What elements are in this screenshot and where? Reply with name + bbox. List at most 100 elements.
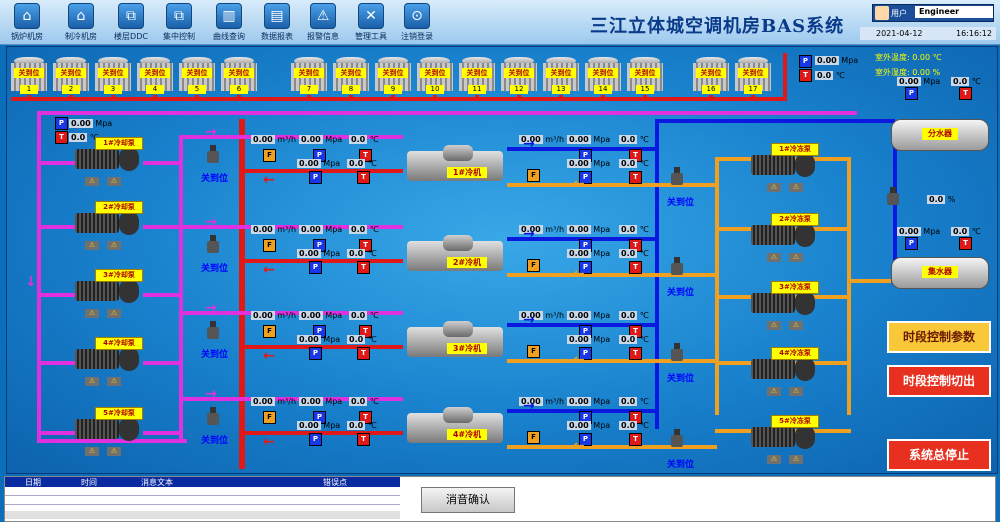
- cooling-pump[interactable]: 2#冷却泵: [75, 201, 145, 237]
- chw-pump[interactable]: 5#冷冻泵: [751, 415, 821, 451]
- temp-reading: 0.0 ℃: [619, 335, 649, 344]
- toolbar-admin-tools[interactable]: ✕管理工具: [348, 2, 394, 42]
- mute-confirm-button[interactable]: 消音确认: [421, 487, 515, 513]
- alarm-table-rows[interactable]: [5, 487, 400, 514]
- cooling-pump[interactable]: 3#冷却泵: [75, 269, 145, 305]
- tower-number: 16: [702, 85, 720, 94]
- user-box[interactable]: 用户 Engineer: [872, 4, 994, 22]
- chw-supply-top: [655, 119, 895, 123]
- pressure-reading-value: 0.00: [297, 421, 321, 430]
- cw-isolation-valve[interactable]: [203, 321, 223, 343]
- toolbar-data-report[interactable]: ▤数据报表: [254, 2, 300, 42]
- cwr-left-riser: [37, 111, 41, 441]
- temp-reading: 0.0 ℃: [349, 397, 379, 406]
- chiller-unit[interactable]: 2#冷机: [407, 235, 507, 275]
- bypass-valve[interactable]: [883, 187, 903, 209]
- tower-fan-cap: [696, 57, 726, 65]
- chiller-unit[interactable]: 1#冷机: [407, 145, 507, 185]
- flow-reading: 0.00 m³/h: [519, 397, 564, 406]
- toolbar-curve-query[interactable]: ▥曲线查询: [206, 2, 252, 42]
- toolbar-logout[interactable]: ⊙注销登录: [394, 2, 440, 42]
- flow-badge: F: [263, 411, 276, 424]
- cooling-tower[interactable]: 关到位 16: [693, 57, 729, 97]
- chw-pump[interactable]: 1#冷冻泵: [751, 143, 821, 179]
- cooling-pump[interactable]: 4#冷却泵: [75, 337, 145, 373]
- tower-drop-pipe: [517, 95, 521, 99]
- chw-pump[interactable]: 2#冷冻泵: [751, 213, 821, 249]
- toolbar-floor-ddc[interactable]: ⧉楼层DDC: [108, 2, 154, 42]
- tower-drop-pipe: [643, 95, 647, 99]
- tower-number: 11: [468, 85, 486, 94]
- temp-reading: 0.0 ℃: [619, 249, 649, 258]
- temp-reading-value: 0.0: [349, 311, 368, 320]
- pressure-reading-value: 0.00: [567, 159, 591, 168]
- chw-isolation-valve[interactable]: [667, 257, 687, 279]
- temp-reading-value: 0.0: [619, 135, 638, 144]
- return-header-tank[interactable]: 集水器: [891, 257, 989, 289]
- cooling-pump[interactable]: 5#冷却泵: [75, 407, 145, 443]
- pressure-reading: 0.00 Mpa: [299, 397, 342, 406]
- chw-isolation-valve[interactable]: [667, 167, 687, 189]
- chw-isolation-valve[interactable]: [667, 429, 687, 451]
- temp-reading-value: 0.0: [349, 225, 368, 234]
- tower-status-label: 关到位: [696, 68, 726, 78]
- tower-number: 15: [636, 85, 654, 94]
- toolbar-alarm-info[interactable]: ⚠报警信息: [300, 2, 346, 42]
- valve-status-label: 关到位: [201, 436, 229, 446]
- tower-number: 9: [384, 85, 402, 94]
- pump-label: 4#冷却泵: [95, 337, 143, 350]
- pressure-reading: 0.00 Mpa: [567, 249, 610, 258]
- chw-pump[interactable]: 4#冷冻泵: [751, 347, 821, 383]
- chiller-unit[interactable]: 3#冷机: [407, 321, 507, 361]
- chw-isolation-valve[interactable]: [667, 343, 687, 365]
- schedule-params-button[interactable]: 时段控制参数: [887, 321, 991, 353]
- pressure-reading: 0.00 Mpa: [297, 159, 340, 168]
- cooling-pump[interactable]: 1#冷却泵: [75, 137, 145, 173]
- supply-header-tank[interactable]: 分水器: [891, 119, 989, 151]
- pressure-badge: P: [579, 433, 592, 446]
- tower-drop-pipe: [69, 95, 73, 99]
- tower-drop-pipe: [195, 95, 199, 99]
- user-label: 用户: [891, 9, 907, 18]
- flow-reading-unit: m³/h: [277, 311, 297, 320]
- alarm-scrollbar[interactable]: [5, 511, 400, 519]
- pump-label: 3#冷冻泵: [771, 281, 819, 294]
- chw-pump[interactable]: 3#冷冻泵: [751, 281, 821, 317]
- temp-badge: T: [357, 261, 370, 274]
- network-icon: ⧉: [166, 3, 192, 29]
- cw-isolation-valve[interactable]: [203, 407, 223, 429]
- pressure-reading-value: 0.00: [297, 249, 321, 258]
- cw-isolation-valve[interactable]: [203, 145, 223, 167]
- alarm-row[interactable]: [5, 487, 400, 496]
- left-temp-reading: 0.0 ℃: [69, 133, 99, 142]
- flow-badge: F: [263, 239, 276, 252]
- cw-isolation-valve[interactable]: [203, 235, 223, 257]
- temp-reading: 0.0 ℃: [347, 335, 377, 344]
- chiller-unit[interactable]: 4#冷机: [407, 407, 507, 447]
- toolbar-chiller-room[interactable]: ⌂制冷机房: [58, 2, 104, 42]
- temp-badge: T: [357, 171, 370, 184]
- alarm-row[interactable]: [5, 496, 400, 505]
- system-stop-button[interactable]: 系统总停止: [887, 439, 991, 471]
- schedule-switch-button[interactable]: 时段控制切出: [887, 365, 991, 397]
- pressure-reading-value: 0.00: [567, 335, 591, 344]
- toolbar-boiler-room[interactable]: ⌂锅炉机房: [4, 2, 50, 42]
- toolbar-central-control[interactable]: ⧉集中控制: [156, 2, 202, 42]
- temp-badge: T: [629, 347, 642, 360]
